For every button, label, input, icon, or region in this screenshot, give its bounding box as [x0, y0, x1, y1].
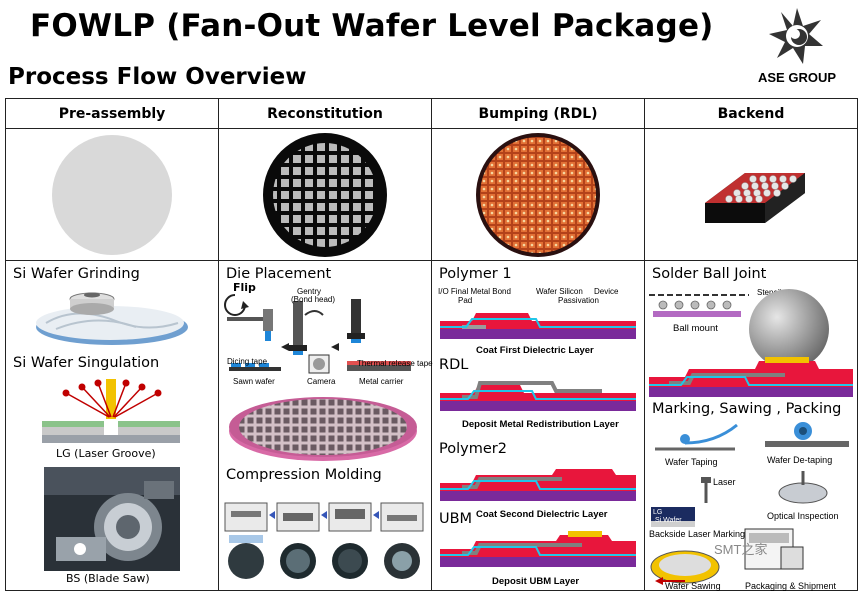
laser-groove-image — [42, 379, 180, 443]
rdl-label: RDL — [439, 357, 469, 373]
si-wafer-chip-label: Si Wafer — [655, 517, 682, 524]
polymer1-label: Polymer 1 — [439, 266, 512, 282]
io-final-metal-label: I/O Final Metal Bond — [438, 287, 511, 296]
metal-carrier-label: Metal carrier — [359, 377, 404, 386]
column-header-bumping: Bumping (RDL) — [431, 98, 645, 129]
backend-steps-diagram — [650, 422, 849, 585]
wafer-detaping-label: Wafer De-taping — [767, 455, 833, 465]
rdl-wafer-cell — [431, 128, 645, 261]
backend-detail: Solder Ball Joint Stencil Ball mount — [644, 260, 858, 591]
laser-groove-label: LG (Laser Groove) — [56, 447, 156, 460]
column-header-pre-assembly: Pre-assembly — [5, 98, 219, 129]
ball-mount-label: Ball mount — [673, 323, 718, 334]
compression-molding-label: Compression Molding — [226, 467, 382, 483]
thermal-release-tape-label: Thermal release tape — [357, 359, 433, 368]
grinding-wheel-image — [36, 292, 188, 345]
marking-sawing-packing-label: Marking, Sawing , Packing — [652, 401, 842, 417]
rdl-cross-section — [440, 381, 636, 411]
column-header-backend: Backend — [644, 98, 858, 129]
reconstituted-wafer-image — [263, 133, 387, 257]
lg-chip-label: LG — [653, 509, 663, 516]
blank-wafer-cell — [5, 128, 219, 261]
die-placement-label: Die Placement — [226, 266, 332, 282]
process-flow-table: Pre-assembly Reconstitution Bumping (RDL… — [5, 98, 858, 591]
polymer2-cross-section — [440, 469, 636, 501]
backside-laser-marking-label: Backside Laser Marking — [649, 529, 746, 539]
flip-label: Flip — [233, 281, 256, 294]
blank-wafer-image — [52, 135, 172, 255]
pre-assembly-detail: Si Wafer Grinding Si Wafer Singulation — [5, 260, 219, 591]
polymer1-cross-section — [440, 313, 636, 339]
ubm-cross-section — [440, 531, 636, 567]
bga-package-image — [705, 173, 805, 223]
deposit-ubm-caption: Deposit UBM Layer — [492, 576, 580, 587]
page-title: FOWLP (Fan-Out Wafer Level Package) — [30, 8, 714, 44]
bond-head-label: (Bond head) — [291, 295, 336, 304]
polymer2-label: Polymer2 — [439, 441, 507, 457]
gentry-label: Gentry — [297, 287, 322, 296]
blade-saw-label: BS (Blade Saw) — [66, 572, 150, 585]
passivation-label: Passivation — [558, 296, 599, 305]
dicing-tape-label: Dicing tape — [227, 357, 268, 366]
device-label: Device — [594, 287, 619, 296]
molded-wafer-image — [229, 397, 417, 461]
wafer-sawing-label: Wafer Sawing — [665, 581, 721, 591]
bumping-detail: Polymer 1 I/O Final Metal Bond Pad Wafer… — [431, 260, 645, 591]
optical-inspection-label: Optical Inspection — [767, 511, 839, 521]
solder-ball-joint-label: Solder Ball Joint — [652, 266, 767, 282]
laser-label: Laser — [713, 477, 736, 487]
page-subtitle: Process Flow Overview — [8, 64, 307, 90]
logo-text: ASE GROUP — [757, 70, 836, 85]
stencil-label: Stencil — [757, 288, 782, 297]
packaging-shipment-label: Packaging & Shipment — [745, 581, 837, 591]
solder-joint-cross-section — [649, 357, 853, 397]
camera-label: Camera — [307, 377, 336, 386]
compression-molding-steps — [224, 502, 424, 579]
deposit-metal-rdl-caption: Deposit Metal Redistribution Layer — [462, 419, 619, 430]
ase-logo: ASE GROUP — [742, 6, 852, 90]
sun-logo-icon — [769, 8, 823, 64]
wafer-silicon-label: Wafer Silicon — [536, 287, 583, 296]
watermark-text: SMT之家 — [714, 542, 768, 557]
die-placement-diagram — [224, 294, 411, 374]
coat-second-dielectric-caption: Coat Second Dielectric Layer — [476, 509, 608, 520]
ubm-label: UBM — [439, 511, 473, 527]
wafer-taping-label: Wafer Taping — [665, 457, 718, 467]
reconstituted-wafer-cell — [218, 128, 432, 261]
coat-first-dielectric-caption: Coat First Dielectric Layer — [476, 345, 594, 356]
column-header-reconstitution: Reconstitution — [218, 98, 432, 129]
ball-mount-diagram — [649, 294, 749, 317]
blade-saw-photo — [44, 467, 180, 571]
solder-sphere-diagram — [749, 289, 829, 369]
reconstitution-detail: Die Placement — [218, 260, 433, 591]
rdl-wafer-image — [476, 133, 600, 257]
pad-label: Pad — [458, 296, 473, 305]
si-wafer-singulation-label: Si Wafer Singulation — [13, 355, 160, 371]
package-cell — [644, 128, 858, 261]
sawn-wafer-label: Sawn wafer — [233, 377, 275, 386]
si-wafer-grinding-label: Si Wafer Grinding — [13, 266, 140, 282]
